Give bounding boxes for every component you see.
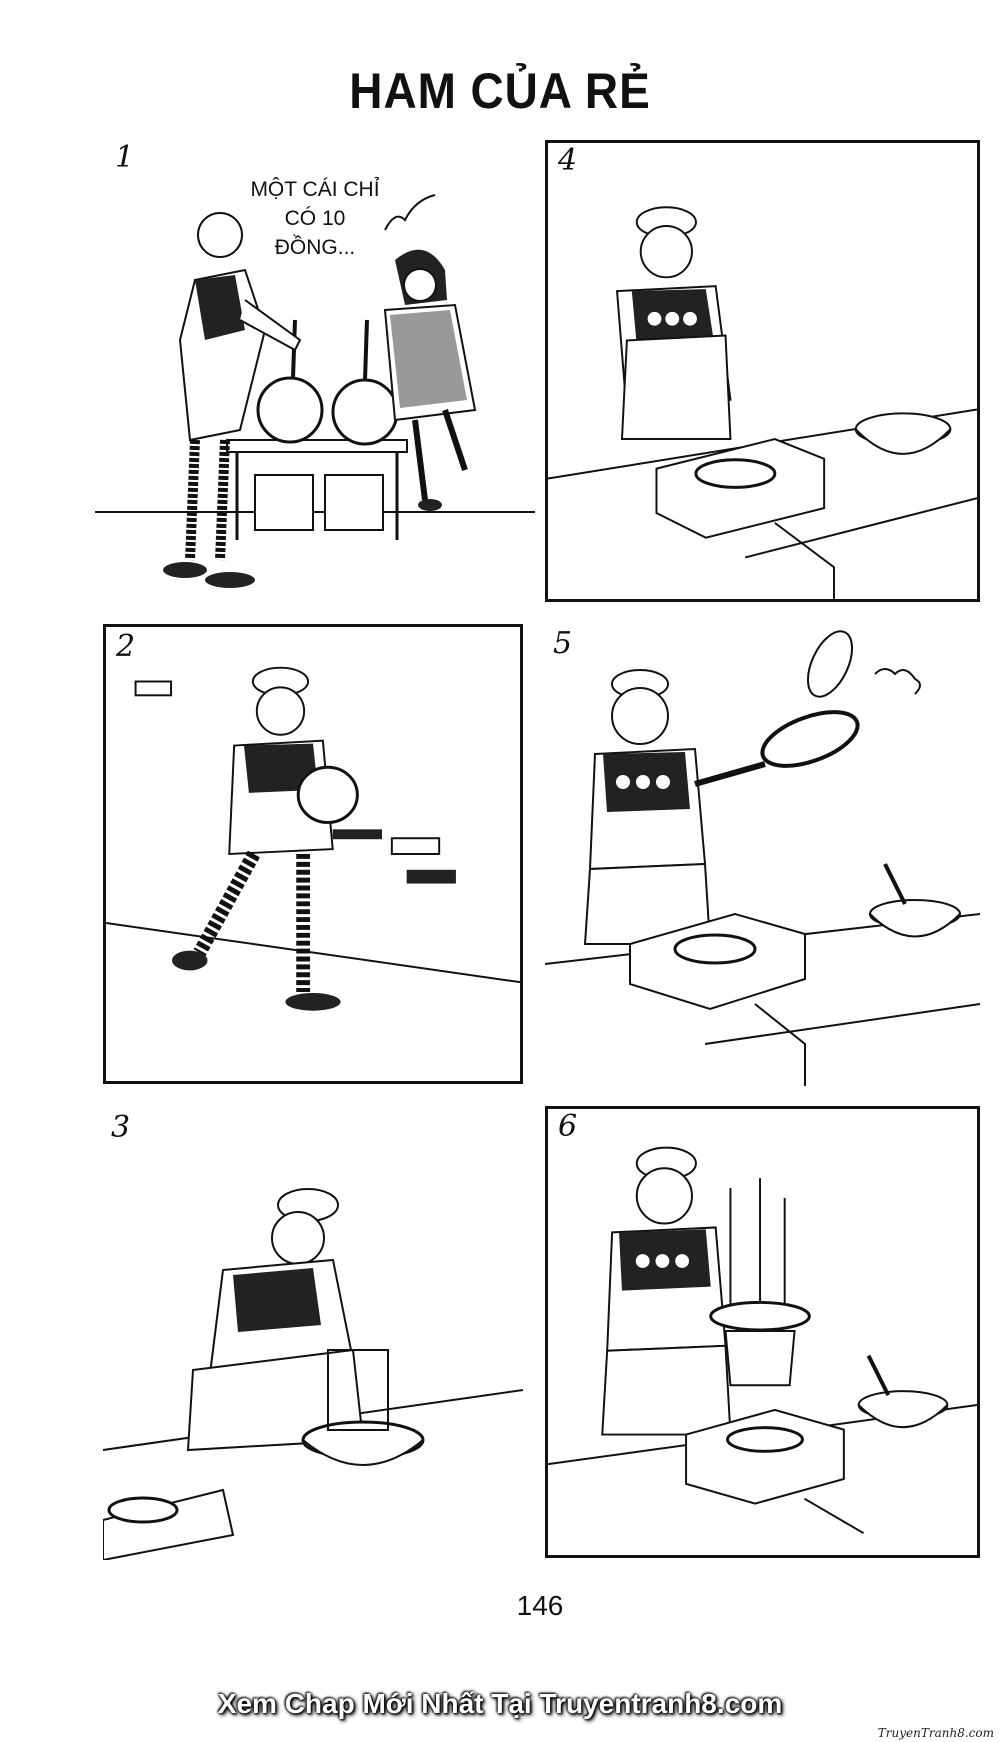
page-title: HAM CỦA RẺ: [349, 63, 651, 119]
panel-2: 2: [103, 624, 523, 1084]
panel-number: 5: [553, 626, 573, 661]
panel-1-illustration: [95, 194, 535, 588]
panel-number: 3: [111, 1110, 131, 1145]
watermark-banner: Xem Chap Mới Nhất Tại Truyentranh8.com: [217, 1688, 783, 1719]
panel-4-illustration: [548, 206, 977, 599]
panel-6-illustration: [548, 1146, 977, 1535]
panel-number: 6: [558, 1109, 578, 1144]
panel-2-illustration: [106, 666, 520, 1011]
panel-3-illustration: [103, 1188, 523, 1560]
panel-5-illustration: [545, 630, 980, 1086]
panel-3: 3: [103, 1110, 523, 1560]
speech-bubble-text: MỘT CÁI CHỈ CÓ 10 ĐỒNG...: [250, 178, 380, 259]
panel-5: 5: [545, 624, 980, 1086]
corner-logo: TruyenTranh8.com: [877, 1726, 994, 1740]
panel-1: 1 MỘT CÁI CHỈ CÓ 10 ĐỒNG...: [95, 140, 535, 600]
page-number: 146: [516, 1590, 564, 1621]
panel-number: 4: [558, 143, 578, 178]
panel-4: 4: [545, 140, 980, 602]
panel-6: 6: [545, 1106, 980, 1558]
panel-number: 1: [115, 140, 135, 175]
panel-number: 2: [116, 629, 136, 664]
